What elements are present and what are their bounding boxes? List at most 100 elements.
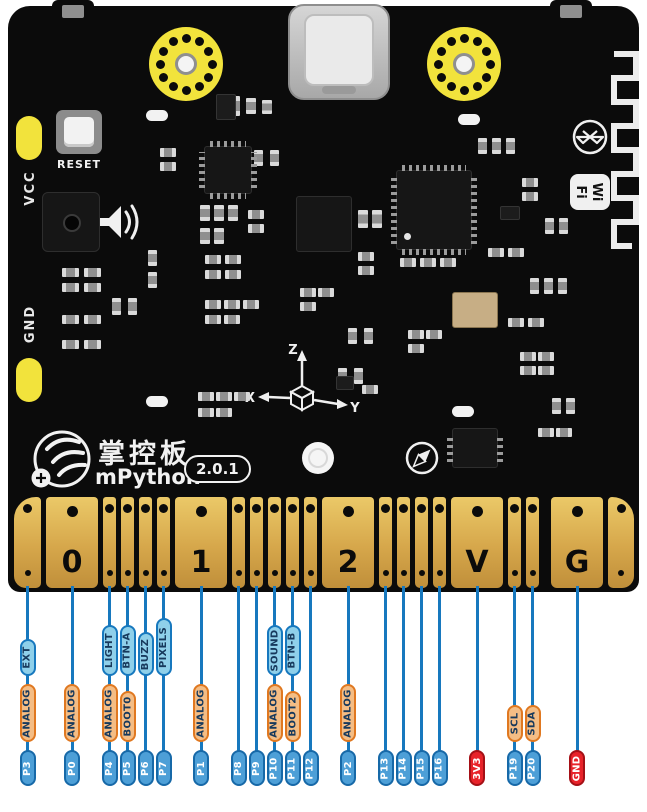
pin-pill-P3: P3: [19, 750, 36, 786]
pin-pill-P11: P11: [284, 750, 301, 786]
pin-pill-P15: P15: [413, 750, 430, 786]
function-pill-analog: ANALOG: [266, 684, 283, 742]
pad-hole: [234, 504, 243, 513]
ring-dot: [204, 72, 214, 82]
smd-component: [248, 210, 264, 219]
ring-dot: [158, 46, 168, 56]
edge-pad-3V3: V: [451, 497, 503, 588]
smd-component: [372, 210, 382, 228]
usb-c-connector-inner: [304, 14, 374, 86]
function-pill-scl: SCL: [506, 705, 523, 742]
connector-line-P2: [346, 586, 350, 753]
buzzer: [42, 192, 100, 252]
function-pill-analog: ANALOG: [101, 684, 118, 742]
smd-component: [205, 300, 221, 309]
pad-hole: [435, 504, 444, 513]
pad-hole: [141, 504, 150, 513]
pin-label: P9: [251, 760, 263, 776]
test-pad: [146, 396, 168, 407]
pin-label: P14: [398, 756, 409, 780]
ring-dot: [436, 46, 446, 56]
edge-pad-label: 0: [61, 545, 83, 580]
function-label: BOOT0: [122, 696, 133, 737]
function-pill-buzz: BUZZ: [137, 632, 154, 676]
ring-dot: [482, 72, 492, 82]
smd-component: [243, 300, 259, 309]
pin-pill-P8: P8: [230, 750, 247, 786]
smd-component: [492, 138, 501, 154]
small-ic: [216, 94, 236, 120]
chip-pins: [402, 165, 466, 171]
connector-line-P13: [384, 586, 387, 753]
pad-dot: [618, 570, 624, 576]
ring-dot: [482, 46, 492, 56]
function-pill-btn-b: BTN-B: [284, 625, 301, 676]
pad-dot: [418, 570, 425, 576]
reset-button-cap: [64, 117, 94, 147]
pad-hole: [342, 506, 354, 517]
chip-pins: [251, 152, 257, 188]
pad-hole: [471, 506, 483, 517]
smd-component: [318, 288, 334, 297]
pin-label: P12: [305, 756, 316, 780]
chip-pins: [471, 176, 477, 244]
function-label: ANALOG: [269, 688, 280, 738]
edge-pad-GND: G: [551, 497, 603, 588]
pad-dot: [124, 570, 131, 576]
smd-component: [84, 283, 101, 292]
ring-dot: [204, 46, 214, 56]
function-label: PIXELS: [158, 626, 169, 668]
small-ic: [500, 206, 520, 220]
function-label: EXT: [22, 646, 34, 669]
edge-pad-P16: [433, 497, 446, 588]
gnd-pad: [16, 358, 42, 402]
smd-component: [160, 148, 176, 157]
pin-label: 3V3: [471, 756, 483, 780]
smd-component: [478, 138, 487, 154]
smd-component: [214, 228, 224, 244]
edge-pad-P8: [232, 497, 245, 588]
function-label: ANALOG: [342, 688, 354, 738]
smd-component: [300, 302, 316, 311]
pin-pill-P20: P20: [524, 750, 541, 786]
top-edge-tab-left: [52, 0, 94, 24]
pin-pill-P13: P13: [377, 750, 394, 786]
function-pill-pixels: PIXELS: [155, 618, 172, 676]
smd-component: [205, 255, 221, 264]
smd-component: [62, 268, 79, 277]
smd-component: [362, 385, 378, 394]
function-label: BTN-B: [287, 632, 298, 669]
smd-component: [112, 298, 121, 315]
smd-component: [522, 178, 538, 187]
pad-hole: [528, 504, 537, 513]
edge-pad-P14: [397, 497, 410, 588]
pad-dot: [160, 570, 167, 576]
gnd-label: GND: [23, 304, 38, 344]
smd-component: [538, 428, 554, 437]
chip-pins: [402, 249, 466, 255]
ring-dot: [194, 82, 204, 92]
ring-dot: [168, 36, 178, 46]
smd-component: [198, 408, 214, 417]
smd-component: [426, 330, 442, 339]
smd-component: [358, 252, 374, 261]
pin-label: P3: [22, 760, 34, 776]
board-name-chinese: 掌控板: [98, 439, 191, 470]
connector-line-P16: [438, 586, 441, 753]
pin-pill-P5: P5: [119, 750, 136, 786]
smd-component: [530, 278, 539, 294]
function-pill-analog: ANALOG: [193, 684, 209, 742]
smd-component: [538, 366, 554, 375]
pad-hole: [399, 504, 408, 513]
edge-pad-P0: 0: [46, 497, 98, 588]
function-label: ANALOG: [104, 688, 115, 738]
smd-component: [84, 340, 101, 349]
smd-component: [160, 162, 176, 171]
ring-dot: [446, 82, 456, 92]
esp32-chip: [391, 165, 477, 255]
ring-dot: [485, 59, 495, 69]
ring-dot: [155, 59, 165, 69]
chip-pins: [199, 152, 205, 188]
edge-pad-P1: 1: [175, 497, 227, 588]
smd-component: [270, 150, 279, 166]
